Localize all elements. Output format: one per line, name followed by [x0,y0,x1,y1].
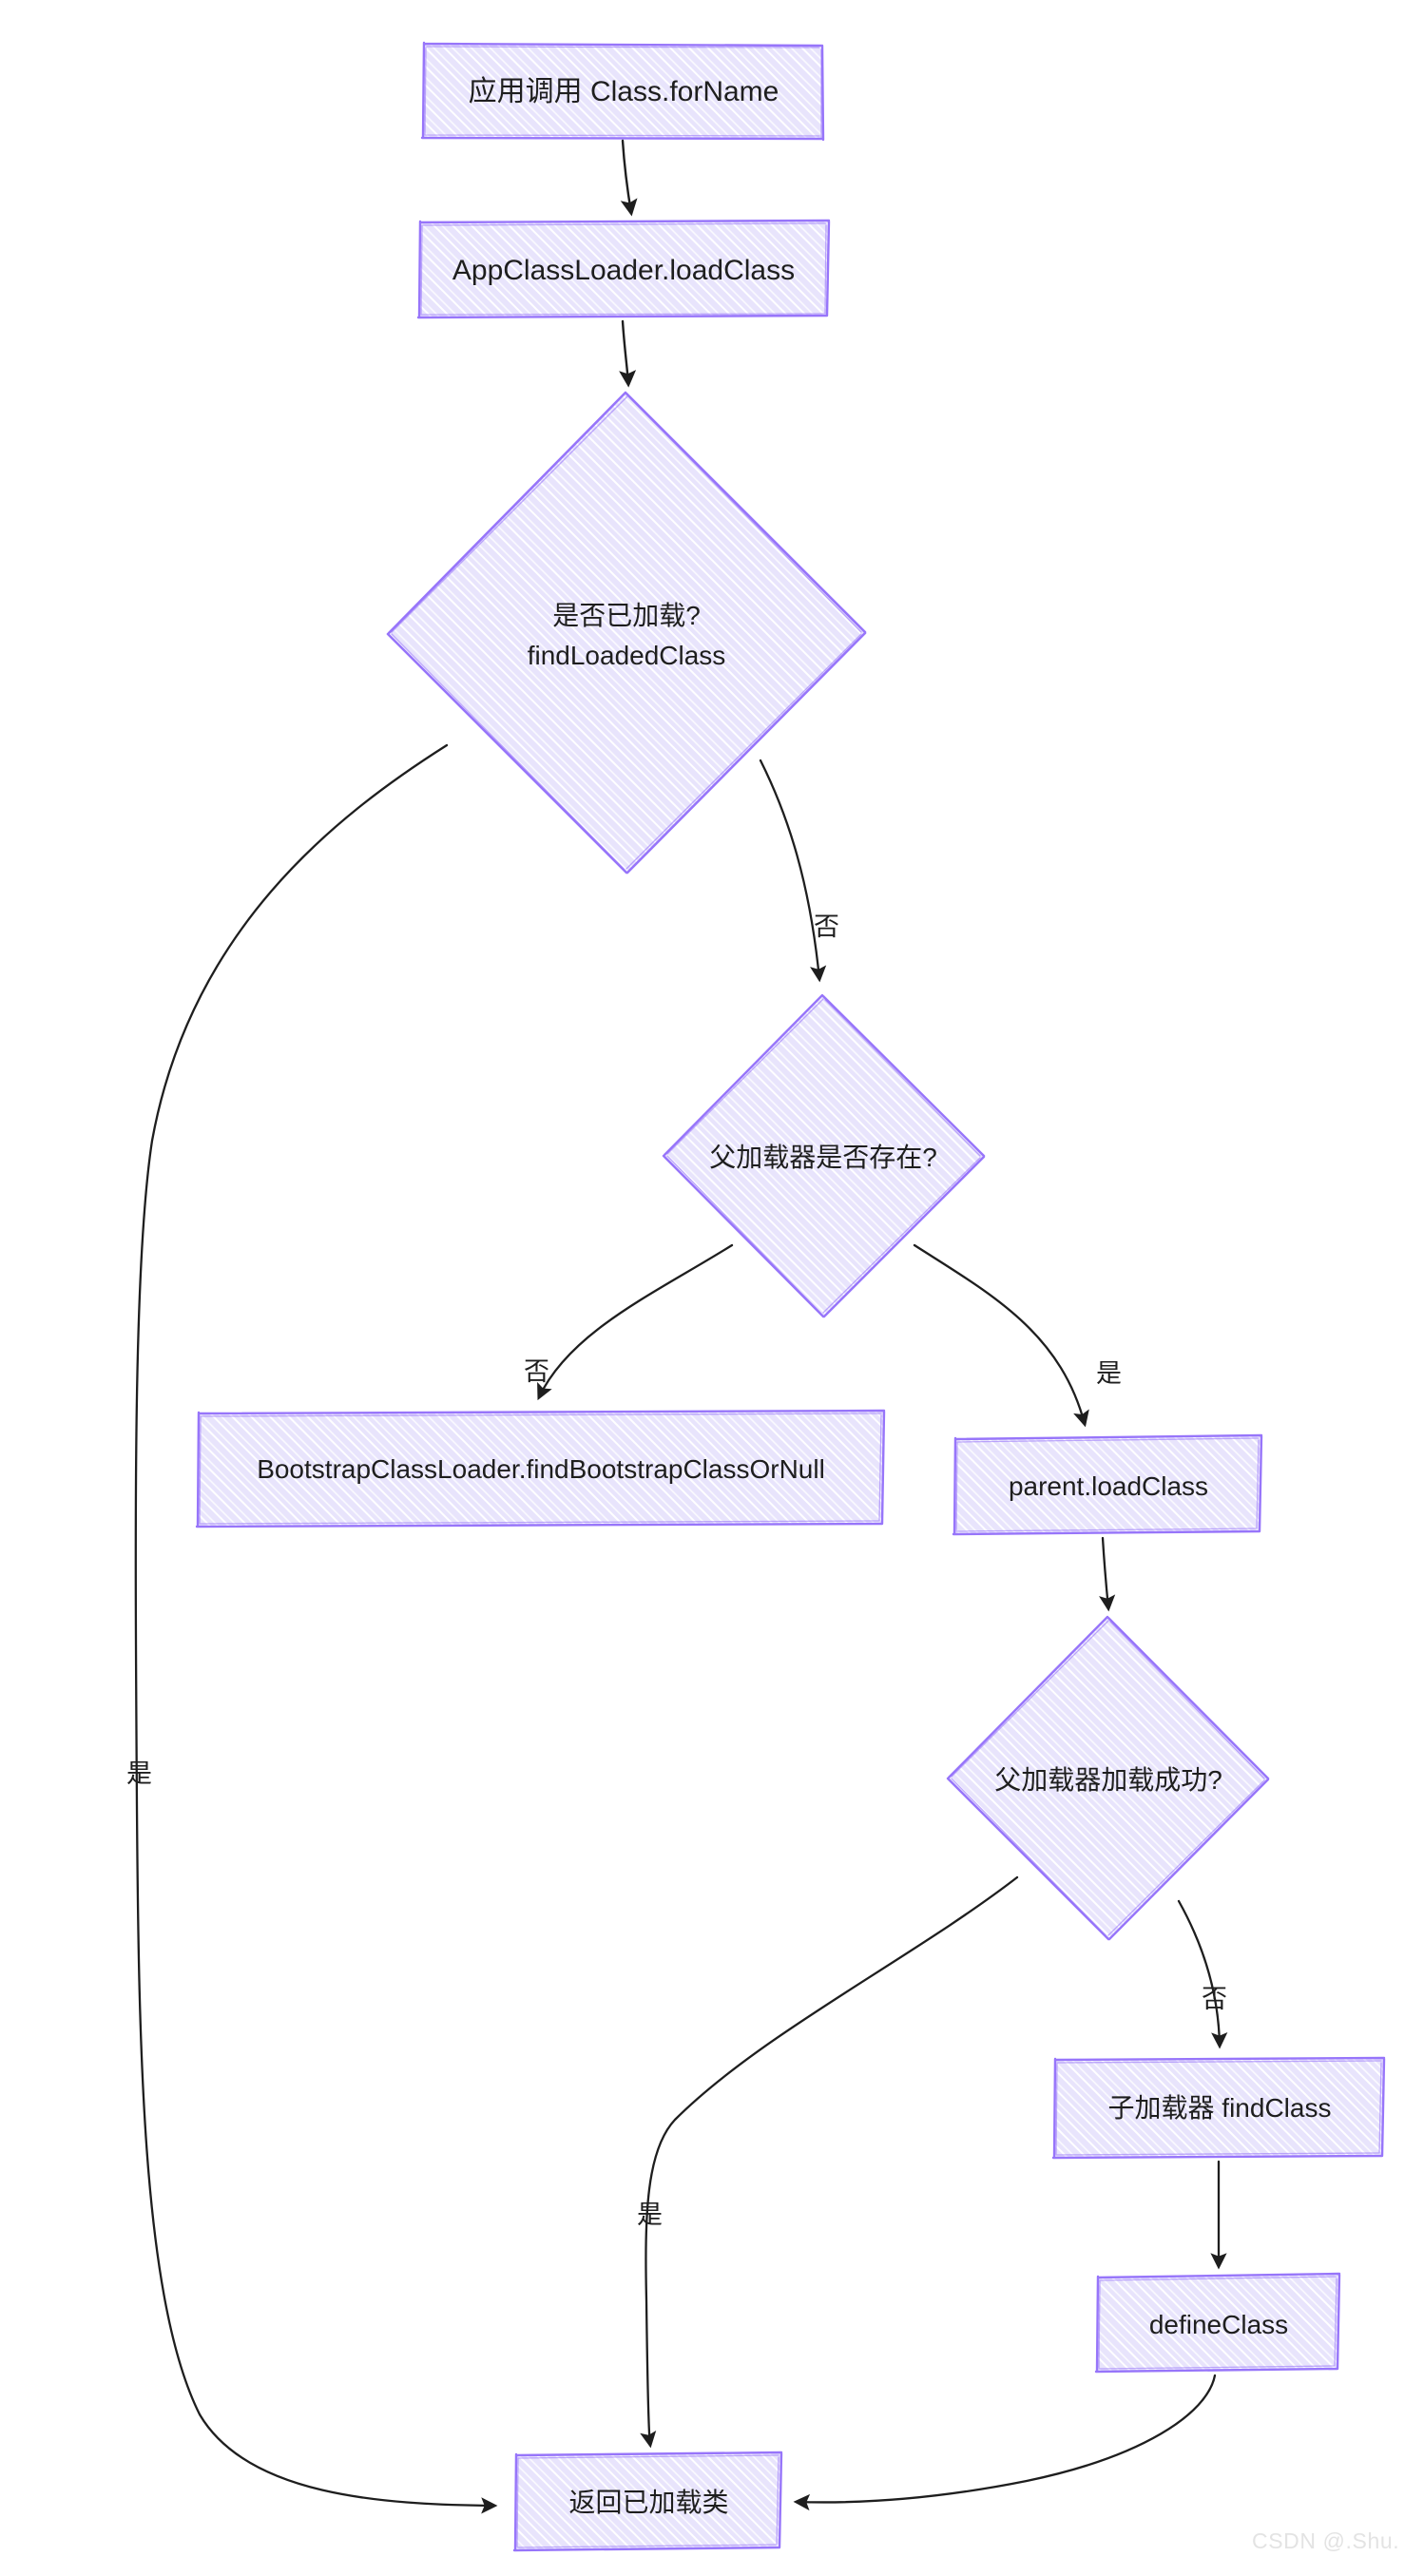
edge-n4-n6-yes [913,1243,1089,1428]
node-n4-shape[interactable] [662,993,986,1318]
node-n10-shape[interactable] [512,2451,783,2552]
edge-label-loaded-yes: 是 [126,1759,152,1788]
edge-n2-n3 [619,319,637,388]
edge-n3-n10-yes [134,743,498,2514]
node-n5-shape[interactable] [195,1409,886,1528]
edge-n9-n10 [793,2374,1217,2511]
node-n2-shape[interactable] [416,219,831,319]
edge-n6-n7 [1099,1536,1116,1612]
edge-n7-n8-no [1177,1899,1228,2049]
edge-label-loaded-no: 否 [814,913,839,941]
node-n3-shape[interactable] [386,391,867,875]
edge-label-parent-ok-no: 否 [1202,1985,1227,2013]
edge-label-parent-ok-yes: 是 [637,2201,663,2229]
edge-n3-n4-no [759,759,827,983]
edge-label-parent-exists-yes: 是 [1096,1359,1122,1388]
node-n6-shape[interactable] [952,1433,1263,1536]
edge-n7-n10-yes [640,1875,1019,2449]
csdn-watermark: CSDN @.Shu. [1252,2528,1400,2553]
node-n1-shape[interactable] [420,41,825,142]
edge-label-parent-exists-no: 否 [524,1357,549,1386]
node-n9-shape[interactable] [1094,2272,1341,2374]
node-n8-shape[interactable] [1051,2056,1386,2160]
edge-n1-n2 [620,139,638,217]
node-n7-shape[interactable] [946,1615,1270,1941]
edge-n4-n5-no [537,1243,734,1401]
